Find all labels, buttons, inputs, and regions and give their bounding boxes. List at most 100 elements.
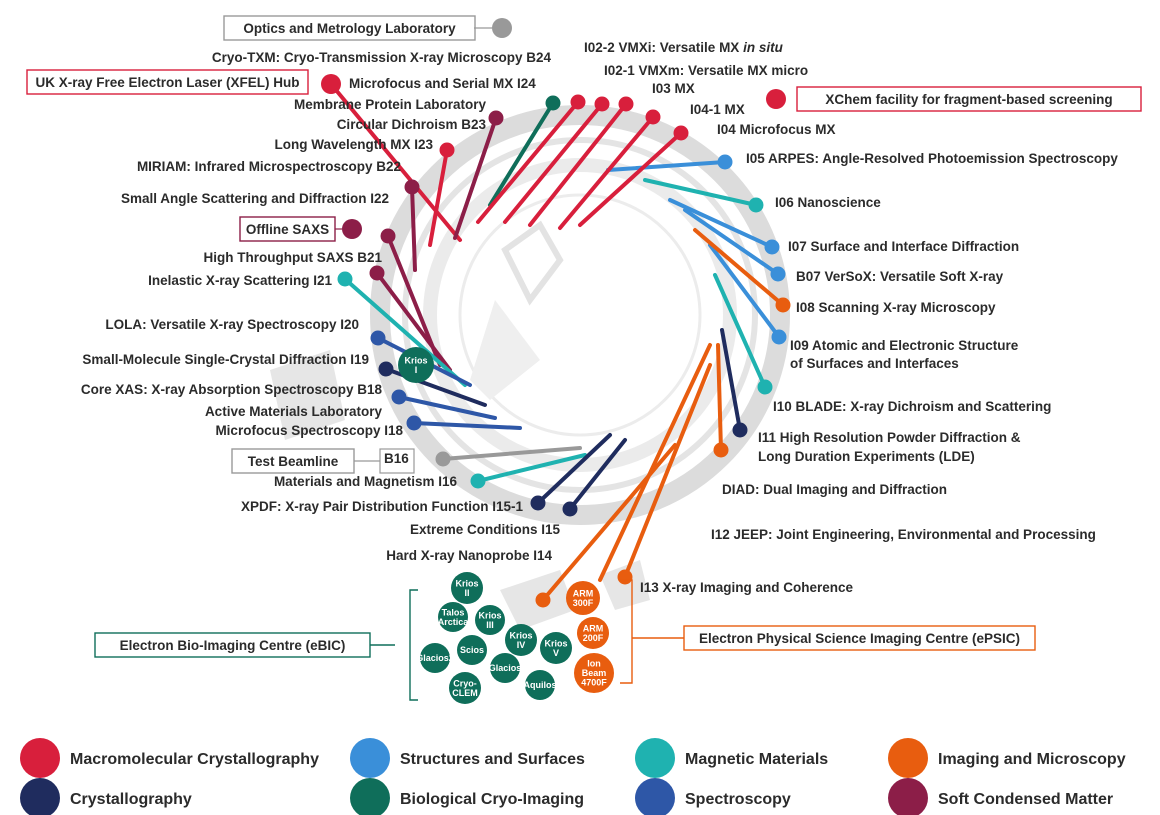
beamline-i10-line: [713, 273, 767, 389]
beamline-b21-label: High Throughput SAXS B21: [204, 250, 383, 265]
beamline-b18-label: Core XAS: X-ray Absorption Spectroscopy …: [81, 382, 383, 397]
instrument-cryoclem-label: CLEM: [452, 688, 478, 698]
legend-spectroscopy-label: Spectroscopy: [685, 791, 791, 808]
facility-xfel-box: [26, 69, 309, 95]
beamline-i23-label: Long Wavelength MX I23: [274, 137, 433, 152]
beamline-diad-line: [716, 343, 723, 452]
beamline-diad-dot: [713, 442, 729, 458]
instrument-krios1-label: Krios: [404, 355, 427, 365]
instrument-aquilos-label: Aquilos: [524, 680, 557, 690]
beamline-b16-dot: [435, 451, 451, 467]
beamline-b23-line: [453, 116, 498, 240]
beamline-i12-label: I12 JEEP: Joint Engineering, Environment…: [711, 527, 1096, 542]
instrument-arm300-label: ARM: [573, 588, 594, 598]
instrument-krios2-label: Krios: [455, 578, 478, 588]
facility-epsic-label: Electron Physical Science Imaging Centre…: [699, 631, 1020, 646]
legend-structures_and_surfaces-swatch: [350, 738, 390, 778]
beamline-i14-label: Hard X-ray Nanoprobe I14: [386, 548, 552, 563]
ebic-bracket: [370, 589, 418, 701]
instrument-talos: [438, 602, 468, 632]
instrument-scios: [457, 635, 487, 665]
beamline-i23-dot: [439, 142, 455, 158]
instrument-arm200: [577, 617, 609, 649]
instrument-scios-label: Scios: [460, 645, 484, 655]
facility-xchem-box: [796, 86, 1142, 112]
beamline-i16-label: Materials and Magnetism I16: [274, 474, 458, 489]
beamline-b23-dot: [488, 110, 504, 126]
legend-imaging_and_microscopy-swatch: [888, 738, 928, 778]
beamline-i02_1-line: [503, 102, 604, 224]
instrument-krios5: [540, 632, 572, 664]
beamline-i20-label: LOLA: Versatile X-ray Spectroscopy I20: [105, 317, 359, 332]
inner-building: [470, 300, 540, 400]
instrument-krios4-label: Krios: [509, 630, 532, 640]
beamline-i18-line: [412, 421, 522, 430]
beamline-i05-dot: [717, 154, 733, 170]
instrument-aquilos: [525, 670, 555, 700]
instrument-krios3: [475, 605, 505, 635]
beamline-i06-line: [643, 178, 758, 207]
beamline-b16-label: B16: [384, 451, 409, 466]
facility-offline_saxs-dot: [342, 219, 362, 239]
beamline-i20-dot: [370, 330, 386, 346]
beamline-i02_1-dot: [594, 96, 610, 112]
legend-macromolecular_crystallography-label: Macromolecular Crystallography: [70, 751, 319, 768]
beamline-i03-dot: [618, 96, 634, 112]
beamline-i16-line: [476, 453, 587, 483]
beamline-i21-line: [343, 277, 467, 387]
beamline-i14-dot: [535, 592, 551, 608]
linac-building: [501, 220, 564, 306]
beamline-i15_1-line: [536, 433, 612, 505]
beamline-i03-line: [528, 102, 628, 227]
instrument-krios2: [451, 572, 483, 604]
instrument-krios4-label: IV: [517, 640, 526, 650]
beamline-i11_a-line: [720, 328, 742, 432]
legend-soft_condensed_matter-label: Soft Condensed Matter: [938, 791, 1113, 808]
beamline-i24-line: [329, 82, 462, 242]
legend-biological_cryo_imaging-label: Biological Cryo-Imaging: [400, 791, 584, 808]
beamline-i18-dot: [406, 415, 422, 431]
instrument-cryoclem: [449, 672, 481, 704]
beamline-i10-label: I10 BLADE: X-ray Dichroism and Scatterin…: [773, 399, 1051, 414]
beamline-i07-line: [668, 198, 774, 249]
beamline-i11_a-dot: [732, 422, 748, 438]
facility-offline_saxs-label: Offline SAXS: [246, 222, 329, 237]
beamline-i04-label: I04 Microfocus MX: [717, 122, 836, 137]
beamline-i09_b-label: of Surfaces and Interfaces: [790, 356, 959, 371]
beamline-i15_1-dot: [530, 495, 546, 511]
beamline-i06-label: I06 Nanoscience: [775, 195, 881, 210]
instrument-arm200-label: ARM: [583, 623, 604, 633]
instrument-krios2-label: II: [464, 588, 469, 598]
west-building: [270, 350, 345, 440]
beamline-i05-line: [606, 160, 727, 172]
facility-offline_saxs-box: [239, 216, 336, 242]
instrument-glacios2: [420, 643, 450, 673]
facility-xfel-label: UK X-ray Free Electron Laser (XFEL) Hub: [35, 75, 299, 90]
facility-test_beamline-box: [231, 448, 355, 474]
beamline-i09_a-dot: [771, 329, 787, 345]
beamline-aml-label: Active Materials Laboratory: [205, 404, 383, 419]
beamline-i15-dot: [562, 501, 578, 517]
instrument-ionbeam: [574, 653, 614, 693]
instrument-talos-label: Arctica: [438, 617, 470, 627]
instrument-ionbeam-label: 4700F: [581, 678, 607, 688]
beamline-i21-label: Inelastic X-ray Scattering I21: [148, 273, 332, 288]
facility-ebic-label: Electron Bio-Imaging Centre (eBIC): [120, 638, 346, 653]
beamline-mpl-dot: [545, 95, 561, 111]
legend-soft_condensed_matter-swatch: [888, 778, 928, 815]
beamline-b16-line: [441, 446, 582, 461]
epsic-bracket: [620, 579, 684, 684]
legend-macromolecular_crystallography-swatch: [20, 738, 60, 778]
instrument-talos-label: Talos: [442, 607, 465, 617]
beamline-b23-label: Circular Dichroism B23: [337, 117, 487, 132]
beamline-i04-dot: [673, 125, 689, 141]
facility-b16-box: [379, 448, 415, 474]
beamline-i22-dot: [380, 228, 396, 244]
beamline-i13-dot: [617, 569, 633, 585]
beamline-b21-line: [375, 271, 452, 372]
beamline-i09_a-line: [708, 243, 781, 339]
beamline-i03-label: I03 MX: [652, 81, 695, 96]
facility-xchem-label: XChem facility for fragment-based screen…: [825, 92, 1112, 107]
instrument-arm200-label: 200F: [583, 633, 604, 643]
